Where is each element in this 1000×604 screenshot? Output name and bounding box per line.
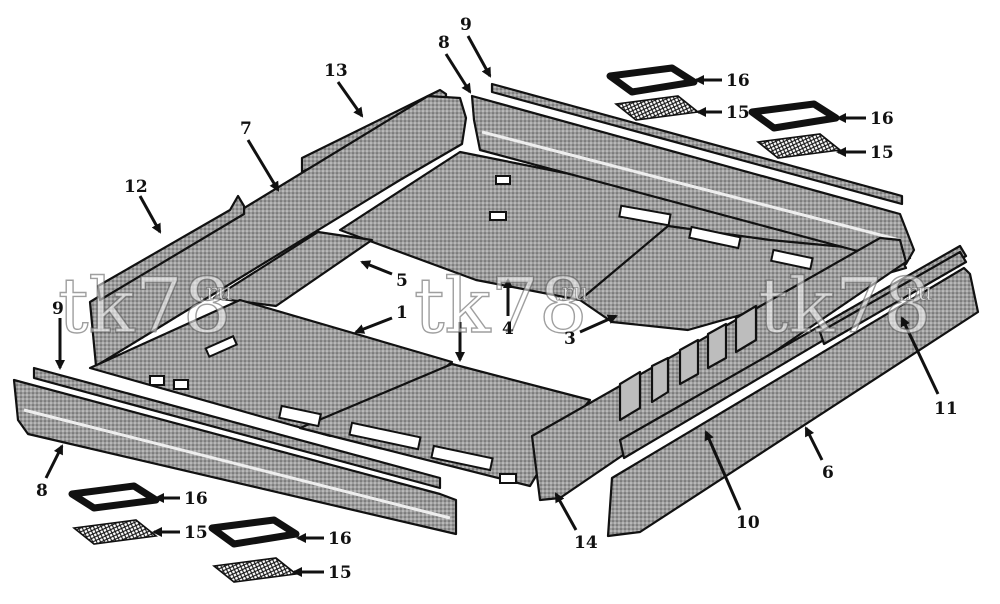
callout-10: 10 [736,513,760,533]
callout-12: 12 [124,177,148,197]
panel-tab [678,338,700,386]
panel-tab [734,304,758,354]
part-16-frame [68,482,160,512]
floor-cutout [499,473,517,484]
part-9-top-strip [490,82,904,206]
watermark-suffix: .ru [554,278,589,306]
callout-9-left: 9 [52,299,64,319]
part-14-side-panel [530,236,908,502]
watermark-suffix: .ru [198,278,233,306]
floor-cutout [495,175,511,185]
watermark-text: tk78 [414,261,587,350]
callout-15-bottom-2: 15 [328,563,352,583]
watermark: tk78 .ru tk78 .ru tk78 .ru [57,260,933,350]
part-8-front-rail [12,378,458,536]
part-5-panel [212,230,374,308]
callout-4: 4 [502,319,514,339]
part-6-outer-panel [606,266,980,538]
floor-cutout [618,204,672,227]
part-15-mesh [72,519,158,545]
callout-9-top: 9 [460,15,472,35]
callout-1: 1 [396,303,408,323]
callout-6: 6 [822,463,834,483]
part-16-frame [606,64,698,96]
floor-cutout [430,444,494,472]
floor-cutout [278,404,322,428]
callout-15-bottom-1: 15 [184,523,208,543]
callout-14: 14 [574,533,598,553]
callout-15-top-1: 15 [726,103,750,123]
panel-tab [706,322,728,370]
part-7-side-panel [88,94,468,368]
callout-16-top-1: 16 [726,71,750,91]
watermark-suffix: .ru [898,278,933,306]
callout-11: 11 [934,399,958,419]
callout-16-bottom-2: 16 [328,529,352,549]
callout-5: 5 [396,271,408,291]
floor-cutout [489,211,507,221]
callout-16-bottom-1: 16 [184,489,208,509]
part-11-strip [818,250,968,346]
watermark-text: tk78 [758,261,931,350]
callout-13: 13 [324,61,348,81]
part-9-left-strip [32,366,442,490]
part-16-frame [208,516,300,548]
floor-cutout [688,225,742,250]
callout-3: 3 [564,329,576,349]
callout-labels: 13 7 12 8 9 9 5 1 4 3 8 14 10 6 11 16 15… [36,15,958,583]
leader-lines [44,35,940,577]
part-15-mesh [614,95,700,121]
part-15-mesh [212,557,298,583]
floor-cutout [173,379,189,390]
floor-cutout [204,334,239,358]
part-8-rear-rail [470,94,916,266]
floor-cutout [149,375,165,386]
rail-highlight [481,130,901,242]
callout-8-top: 8 [438,33,450,53]
callout-15-top-2: 15 [870,143,894,163]
callout-16-top-2: 16 [870,109,894,129]
floor-cutout [348,421,422,451]
watermark-text: tk78 [58,261,231,350]
panel-tab [618,370,642,422]
part-15-mesh [756,133,842,159]
callout-7: 7 [240,119,252,139]
rail-highlight [23,408,451,520]
part-12-strip [96,194,246,302]
panel-tab [650,356,670,404]
floor-cutout [770,248,814,271]
callout-8-bottom: 8 [36,481,48,501]
part-16-frame [748,100,840,132]
